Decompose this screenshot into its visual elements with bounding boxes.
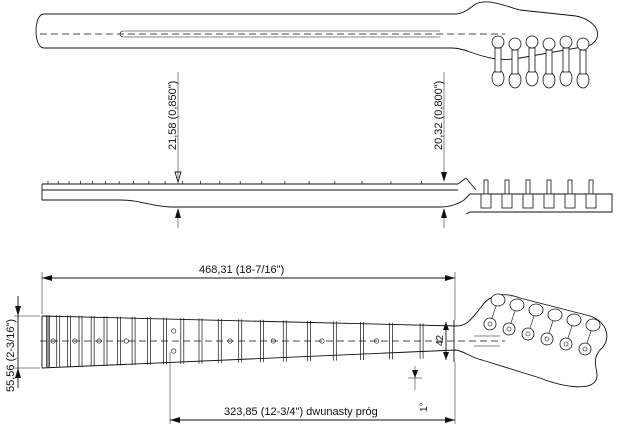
tuner-post bbox=[540, 332, 554, 346]
tuner-post-hole bbox=[487, 321, 493, 327]
tuner-gear bbox=[525, 35, 539, 49]
inlay-dot bbox=[171, 328, 177, 334]
inlay-dot bbox=[374, 338, 380, 344]
dim-heel-width-label: 55,56 (2-3/16") bbox=[5, 319, 17, 392]
front-view-inlays bbox=[50, 328, 380, 354]
tuner-housing bbox=[522, 193, 534, 209]
tuner-button bbox=[559, 69, 573, 87]
tuner-housing bbox=[585, 193, 597, 209]
inlay-dot bbox=[50, 338, 56, 344]
dim-headstock-angle-label: 1° bbox=[419, 402, 430, 412]
dim-nut-width-label: 42 bbox=[435, 334, 446, 346]
tuner-button bbox=[547, 308, 563, 322]
tuner-post bbox=[559, 337, 573, 351]
dim-scale-half-label: 323,85 (12-3/4") dwunasty próg bbox=[224, 406, 378, 418]
front-view: 468,31 (18-7/16") 55,56 (2-3/16") 42 1° … bbox=[5, 264, 608, 424]
inlay-dot bbox=[72, 338, 78, 344]
front-view-frets bbox=[46, 315, 424, 367]
tuner-post bbox=[483, 179, 489, 195]
tuner-shaft bbox=[528, 47, 536, 73]
tuner-post-hole bbox=[544, 336, 550, 342]
tuner-post-hole bbox=[506, 326, 512, 332]
tuner-shaft bbox=[562, 47, 570, 73]
tuner-gear bbox=[576, 37, 590, 51]
inlay-dot bbox=[171, 348, 177, 354]
tuner-post bbox=[578, 342, 592, 356]
tuner-button bbox=[508, 71, 522, 89]
tuner-gear bbox=[542, 37, 556, 51]
dim-overall-length-label: 468,31 (18-7/16") bbox=[199, 264, 284, 276]
tuner-housing bbox=[480, 193, 492, 209]
tuner-button bbox=[525, 69, 539, 87]
tuner-button bbox=[528, 303, 544, 317]
tuner-button bbox=[491, 69, 505, 87]
tuner-gear bbox=[491, 35, 505, 49]
tuner-button bbox=[566, 313, 582, 327]
tuner-gear bbox=[559, 35, 573, 49]
tuner-post bbox=[588, 179, 594, 195]
tuner-post bbox=[483, 317, 497, 331]
side-view: 21,58 (0,850") 20,32 (0,800") bbox=[41, 72, 613, 228]
back-view-tuners bbox=[491, 35, 590, 89]
tuner-post bbox=[521, 327, 535, 341]
inlay-dot bbox=[227, 338, 233, 344]
dim-thickness-12th-label: 21,58 (0,850") bbox=[167, 81, 179, 150]
tuner-shaft bbox=[545, 49, 553, 75]
tuner-post bbox=[525, 179, 531, 195]
back-view bbox=[35, 1, 599, 89]
tuner-post bbox=[504, 179, 510, 195]
tuner-housing bbox=[564, 193, 576, 209]
tuner-gear bbox=[508, 37, 522, 51]
front-view-tuners bbox=[483, 293, 601, 356]
side-view-tuners bbox=[480, 179, 597, 209]
inlay-dot bbox=[123, 338, 129, 344]
tuner-button bbox=[585, 318, 601, 332]
tuner-button bbox=[490, 293, 506, 307]
tuner-button bbox=[542, 71, 556, 89]
tuner-post-hole bbox=[525, 331, 531, 337]
tuner-shaft bbox=[579, 49, 587, 75]
tuner-button bbox=[576, 71, 590, 89]
tuner-button bbox=[509, 298, 525, 312]
side-view-frets bbox=[47, 181, 422, 184]
tuner-post-hole bbox=[582, 346, 588, 352]
front-view-outline bbox=[41, 294, 608, 388]
inlay-dot bbox=[96, 338, 102, 344]
truss-rod-channel bbox=[119, 30, 440, 38]
inlay-dot bbox=[319, 338, 325, 344]
side-view-neck-back bbox=[42, 193, 613, 215]
dim-thickness-1st-label: 20,32 (0,800") bbox=[433, 81, 445, 150]
tuner-post bbox=[546, 179, 552, 195]
tuner-post bbox=[567, 179, 573, 195]
tuner-shaft bbox=[494, 47, 502, 73]
tuner-post-hole bbox=[563, 341, 569, 347]
inlay-dot bbox=[270, 338, 276, 344]
tuner-shaft bbox=[511, 49, 519, 75]
tuner-housing bbox=[543, 193, 555, 209]
tuner-housing bbox=[501, 193, 513, 209]
tuner-post bbox=[502, 322, 516, 336]
